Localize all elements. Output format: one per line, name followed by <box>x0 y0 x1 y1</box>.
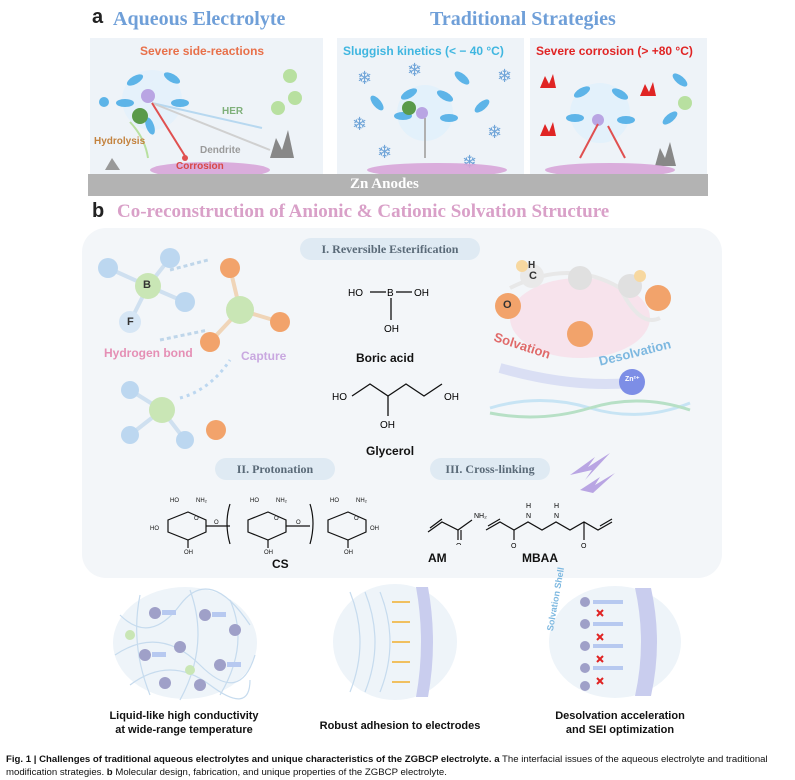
mbaa-n-2: N <box>554 513 559 520</box>
mbaa-h-1: H <box>526 503 531 510</box>
atom-o-label: O <box>503 299 512 311</box>
severe-corrosion-illustration <box>540 73 692 177</box>
mbaa-h-2: H <box>554 503 559 510</box>
cs-ring-o-2: O <box>274 516 279 522</box>
cs-ring-o-1: O <box>194 516 199 522</box>
mbaa-o-1: O <box>511 543 517 548</box>
cs-nh2-1: NH₂ <box>196 498 208 504</box>
reversible-esterification-pill: I. Reversible Esterification <box>300 238 480 260</box>
adhesion-illustration <box>333 584 457 700</box>
solvation-desolvation-scheme <box>489 260 691 419</box>
caption-bold: Fig. 1 | Challenges of traditional aqueo… <box>6 754 492 765</box>
desolvation-caption: Desolvation acceleration and SEI optimiz… <box>530 709 710 737</box>
acrylamide-structure: NH₂ O <box>427 513 487 545</box>
glycerol-ho: HO <box>332 392 347 403</box>
panel-b-title: Co-reconstruction of Anionic & Cationic … <box>117 201 610 222</box>
boric-oh-right: OH <box>414 288 429 299</box>
glycerol-name: Glycerol <box>366 444 415 458</box>
boric-acid-structure: HO B OH OH <box>348 288 429 335</box>
svg-text:❄: ❄ <box>487 122 502 143</box>
lightning-icon <box>570 453 615 493</box>
cs-ring-o-3: O <box>354 516 359 522</box>
side-reaction-illustration <box>99 69 302 178</box>
figure-caption: Fig. 1 | Challenges of traditional aqueo… <box>6 753 791 779</box>
boric-oh-bottom: OH <box>384 324 399 335</box>
cs-oh-2: OH <box>264 550 273 555</box>
her-label: HER <box>222 106 244 117</box>
desolvation-illustration <box>549 586 681 698</box>
mbaa-name: MBAA <box>522 551 558 565</box>
sluggish-kinetics-illustration: ❄❄❄ ❄❄❄❄ <box>352 60 512 177</box>
cs-name: CS <box>272 557 289 571</box>
svg-text:❄: ❄ <box>352 114 367 135</box>
conductivity-caption-line2: at wide-range temperature <box>115 724 253 736</box>
zn-anode-label: Zn Anodes <box>350 176 419 192</box>
caption-b-text: Molecular design, fabrication, and uniqu… <box>115 767 447 778</box>
mbaa-o-2: O <box>581 543 587 548</box>
atom-c-label: C <box>529 270 537 282</box>
hydrogen-bond-capture-scheme <box>98 248 290 449</box>
caption-b-letter: b <box>106 767 113 778</box>
am-o: O <box>456 543 462 545</box>
boric-b: B <box>387 288 394 299</box>
caption-a-text: The interfacial issues of the aqueous el… <box>6 754 768 778</box>
cs-ho-1: HO <box>170 498 179 504</box>
panel-b-letter: b <box>92 200 105 222</box>
side-reactions-heading: Severe side-reactions <box>140 44 265 58</box>
desolvation-caption-line1: Desolvation acceleration <box>555 710 685 722</box>
boric-ho: HO <box>348 288 363 299</box>
cs-ho-end: HO <box>150 526 159 532</box>
cs-link-o-2: O <box>296 520 301 526</box>
zn-anode-bar <box>88 174 708 196</box>
glycerol-oh-bottom: OH <box>380 420 395 431</box>
atom-b-label: B <box>143 279 151 291</box>
mbaa-structure: H N H N O O <box>485 503 613 548</box>
svg-text:❄: ❄ <box>377 142 392 163</box>
panel-a-left-title: Aqueous Electrolyte <box>113 8 286 30</box>
mbaa-n-1: N <box>526 513 531 520</box>
cs-oh-1: OH <box>184 550 193 555</box>
svg-text:❄: ❄ <box>357 68 372 89</box>
cs-nh2-3: NH₂ <box>356 498 368 504</box>
cross-linking-pill: III. Cross-linking <box>430 458 550 480</box>
am-name: AM <box>428 551 447 565</box>
zn-ion-label: Zn²⁺ <box>625 376 640 383</box>
svg-text:❄: ❄ <box>497 66 512 87</box>
conductivity-caption-line1: Liquid-like high conductivity <box>109 710 259 722</box>
corrosion-label: Corrosion <box>176 161 224 172</box>
conductivity-caption: Liquid-like high conductivity at wide-ra… <box>94 709 274 737</box>
chitosan-structure: HO NH₂ HO NH₂ HO NH₂ OH OH OH O O O O O … <box>150 498 379 555</box>
panel-a-right-title: Traditional Strategies <box>430 8 616 30</box>
conductivity-illustration <box>113 587 257 701</box>
cs-ho-3: HO <box>330 498 339 504</box>
desolvation-caption-line2: and SEI optimization <box>565 724 675 736</box>
svg-text:❄: ❄ <box>407 60 422 81</box>
sluggish-kinetics-heading: Sluggish kinetics (< − 40 °C) <box>343 44 504 58</box>
cs-nh2-2: NH₂ <box>276 498 288 504</box>
capture-label: Capture <box>241 349 287 363</box>
glycerol-structure: HO OH OH <box>332 383 459 431</box>
caption-a-letter: a <box>494 754 500 765</box>
cs-link-o-1: O <box>214 520 219 526</box>
glycerol-oh-right: OH <box>444 392 459 403</box>
panel-a-letter: a <box>92 6 104 28</box>
hydrogen-bond-label: Hydrogen bond <box>104 346 193 360</box>
cs-ho-2: HO <box>250 498 259 504</box>
hydrolysis-label: Hydrolysis <box>94 136 146 147</box>
adhesion-caption: Robust adhesion to electrodes <box>319 720 481 732</box>
protonation-pill: II. Protonation <box>215 458 335 480</box>
severe-corrosion-heading: Severe corrosion (> +80 °C) <box>536 44 693 58</box>
atom-f-label: F <box>127 316 134 328</box>
cs-oh-end: OH <box>370 526 379 532</box>
cs-oh-3: OH <box>344 550 353 555</box>
dendrite-label: Dendrite <box>200 145 241 156</box>
boric-acid-name: Boric acid <box>356 351 415 365</box>
atom-h-label: H <box>528 260 536 271</box>
am-nh2: NH₂ <box>474 513 487 520</box>
